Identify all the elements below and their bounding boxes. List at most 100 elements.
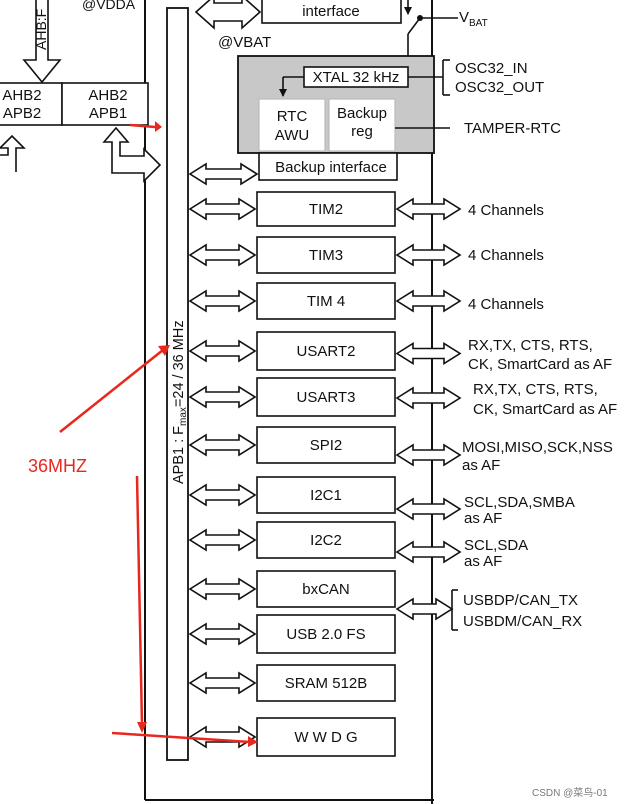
box-spi2 xyxy=(256,426,396,464)
bus-arrow-usb-2-0-fs xyxy=(188,622,257,646)
signal-i2c2-1: SCL,SDA xyxy=(464,537,528,554)
top-interface-label: interface xyxy=(302,3,360,20)
peripheral-tim2: TIM2 4 Channels xyxy=(256,191,544,227)
signal-spi2-2: as AF xyxy=(462,457,500,474)
signal-i2c2-2: as AF xyxy=(464,553,502,570)
svg-text:AWU: AWU xyxy=(275,127,309,144)
backup-interface-label: Backup interface xyxy=(275,159,387,176)
bus-arrow-tim3 xyxy=(188,243,257,267)
bus-arrow-tim-4 xyxy=(188,289,257,313)
box-bxcan xyxy=(256,570,396,608)
label-i2c1: I2C1 xyxy=(310,487,342,504)
signal-usart2-2: CK, SmartCard as AF xyxy=(468,356,612,373)
pin-arrow-spi2 xyxy=(395,443,462,467)
box-usb-2-0-fs xyxy=(256,614,396,654)
label-tim3: TIM3 xyxy=(309,247,343,264)
box-usart3 xyxy=(256,377,396,417)
vdda-label: @VDDA xyxy=(82,0,136,12)
bridge-ahb2-apb2: AHB2 APB2 xyxy=(0,82,63,126)
bridge-ahb2-apb1: AHB2 APB1 xyxy=(61,82,149,126)
label-w-w-d-g: W W D G xyxy=(294,729,357,746)
bus-arrow-bxcan xyxy=(188,577,257,601)
tamper-rtc-label: TAMPER-RTC xyxy=(464,120,561,137)
svg-text:APB1: APB1 xyxy=(89,105,127,122)
label-usart2: USART2 xyxy=(297,343,356,360)
signal-i2c1-1: SCL,SDA,SMBA xyxy=(464,494,575,511)
pin-arrow-usart3 xyxy=(395,386,462,410)
pin-arrow-usb-can xyxy=(395,597,454,621)
osc32-out-label: OSC32_OUT xyxy=(455,79,544,96)
signal-spi2-1: MOSI,MISO,SCK,NSS xyxy=(462,439,613,456)
signal-i2c1-2: as AF xyxy=(464,510,502,527)
label-usart3: USART3 xyxy=(297,389,356,406)
usbdm-can-rx-label: USBDM/CAN_RX xyxy=(463,613,582,630)
label-tim-4: TIM 4 xyxy=(307,293,345,310)
xtal-label: XTAL 32 kHz xyxy=(313,69,400,86)
apb1-bus-label: APB1 : Fmax=24 / 36 MHz xyxy=(171,320,189,484)
vbat-supply-label: VBAT xyxy=(459,9,488,29)
svg-text:APB2: APB2 xyxy=(3,105,41,122)
apb1-elbow-arrow xyxy=(102,126,162,183)
signal-tim2-1: 4 Channels xyxy=(468,202,544,219)
box-i2c2 xyxy=(256,521,396,559)
box-tim2 xyxy=(256,191,396,227)
svg-text:RTC: RTC xyxy=(277,108,308,125)
label-spi2: SPI2 xyxy=(310,437,343,454)
rtc-awu-box xyxy=(258,98,326,152)
bus-arrow-i2c1 xyxy=(188,483,257,507)
box-tim3 xyxy=(256,236,396,274)
pin-arrow-i2c2 xyxy=(395,540,462,564)
box-tim-4 xyxy=(256,282,396,320)
pin-arrow-usart2 xyxy=(395,342,462,365)
peripheral-tim3: TIM3 4 Channels xyxy=(256,236,544,274)
peripheral-usart2: USART2 RX,TX, CTS, RTS, CK, SmartCard as A… xyxy=(256,331,612,373)
red-annotations: 36MHZ xyxy=(28,121,258,747)
pin-arrow-i2c1 xyxy=(395,497,462,521)
label-sram-512b: SRAM 512B xyxy=(285,675,368,692)
usbdp-can-tx-label: USBDP/CAN_TX xyxy=(463,592,578,609)
box-i2c1 xyxy=(256,476,396,514)
label-i2c2: I2C2 xyxy=(310,532,342,549)
bus-arrow-w-w-d-g xyxy=(188,725,257,749)
peripheral-w-w-d-g: W W D G xyxy=(256,717,396,757)
box-usart2 xyxy=(256,331,396,371)
frequency-annotation: 36MHZ xyxy=(28,456,87,476)
svg-text:AHB2: AHB2 xyxy=(88,87,127,104)
backup-interface-block: Backup interface xyxy=(258,152,398,181)
peripheral-usb-2-0-fs: USB 2.0 FS xyxy=(256,614,396,654)
svg-text:Backup: Backup xyxy=(337,105,387,122)
label-usb-2-0-fs: USB 2.0 FS xyxy=(286,626,365,643)
box-w-w-d-g xyxy=(256,717,396,757)
top-double-arrow xyxy=(194,0,262,30)
svg-text:reg: reg xyxy=(351,123,373,140)
signal-tim3-1: 4 Channels xyxy=(468,247,544,264)
pin-arrow-tim2 xyxy=(395,197,462,221)
signal-usart2-1: RX,TX, CTS, RTS, xyxy=(468,337,593,354)
bus-arrow-spi2 xyxy=(188,433,257,457)
backup-reg-box xyxy=(328,98,396,152)
signal-tim-4-1: 4 Channels xyxy=(468,296,544,313)
peripheral-tim-4: TIM 4 4 Channels xyxy=(256,282,544,320)
bus-arrow-usart2 xyxy=(188,339,257,363)
watermark: CSDN @菜鸟-01 xyxy=(532,786,608,799)
peripheral-sram-512b: SRAM 512B xyxy=(256,664,396,702)
top-interface-block: interface xyxy=(261,0,402,24)
label-tim2: TIM2 xyxy=(309,201,343,218)
vbat-domain-label: @VBAT xyxy=(218,34,271,51)
bus-arrow-tim2 xyxy=(188,197,257,221)
ahb-clip-label: AHB:F xyxy=(33,9,49,50)
peripheral-bxcan: bxCAN xyxy=(256,570,396,608)
osc32-in-label: OSC32_IN xyxy=(455,60,528,77)
svg-text:AHB2: AHB2 xyxy=(2,87,41,104)
vbat-supply: VBAT xyxy=(404,0,488,56)
label-bxcan: bxCAN xyxy=(302,581,350,598)
box-sram-512b xyxy=(256,664,396,702)
ahb-bus-arrow: AHB:F xyxy=(22,0,62,84)
pin-arrow-tim3 xyxy=(395,243,462,267)
